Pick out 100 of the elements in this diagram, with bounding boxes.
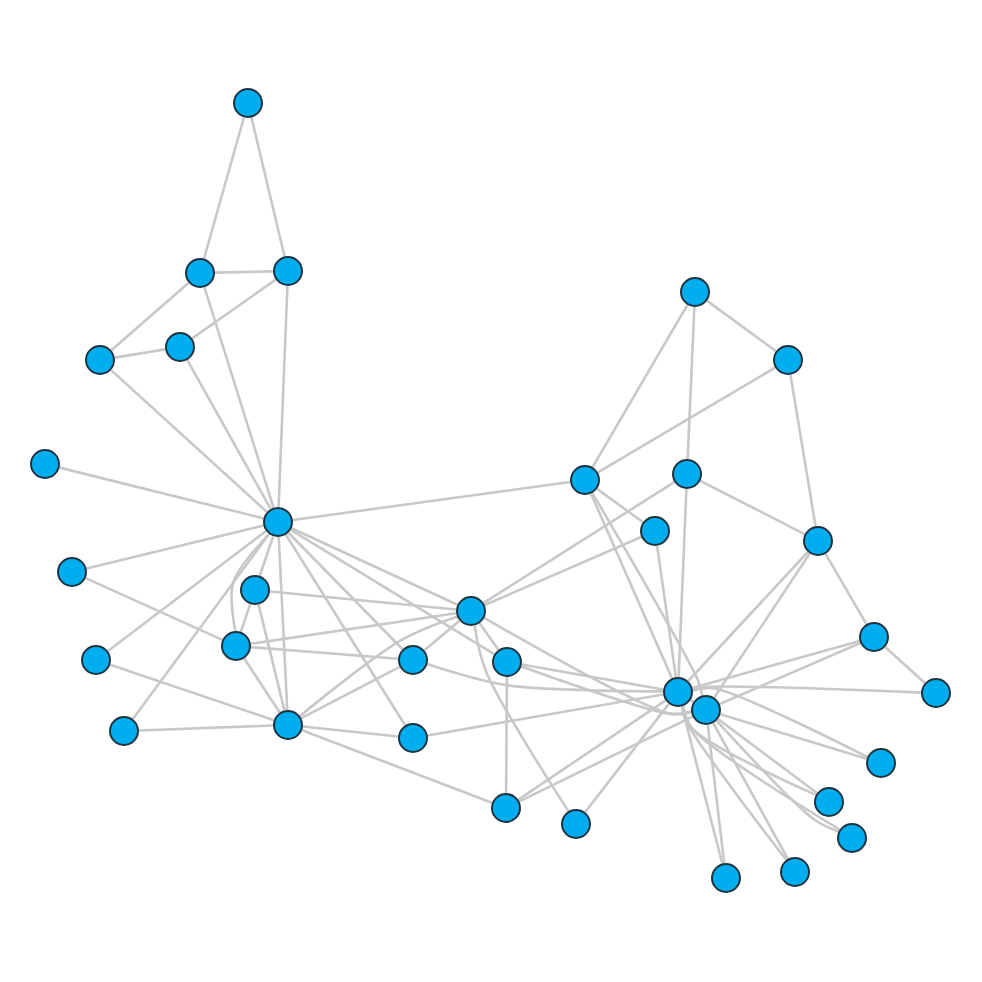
edge-line — [824, 553, 868, 625]
edge-line — [290, 528, 495, 656]
edge-line — [299, 615, 458, 717]
edge-line — [287, 531, 404, 651]
edge-line — [202, 117, 246, 259]
graph-node — [837, 823, 867, 853]
edge-line — [138, 724, 274, 732]
graph-node — [57, 557, 87, 587]
edge-line — [687, 551, 809, 682]
edge-line — [250, 117, 286, 257]
edge-line — [692, 685, 922, 694]
graph-node — [859, 622, 889, 652]
edge-line — [706, 299, 777, 353]
graph-node — [814, 787, 844, 817]
edge-line — [596, 487, 644, 524]
graph-node — [921, 678, 951, 708]
edge-line — [250, 611, 457, 646]
graph-node — [81, 645, 111, 675]
edge-line — [504, 677, 509, 793]
edge-line — [277, 536, 289, 711]
graph-node — [109, 716, 139, 746]
graph-node — [273, 710, 303, 740]
edge-line — [230, 533, 271, 632]
edge-line — [478, 622, 500, 651]
graph-node — [570, 465, 600, 495]
edge-line — [302, 725, 399, 738]
graph-node — [672, 459, 702, 489]
edge-line — [483, 616, 692, 716]
graph-node — [398, 723, 428, 753]
edge-line — [591, 304, 689, 468]
edge-line — [427, 662, 663, 693]
graph-node — [240, 575, 270, 605]
edge-line — [258, 535, 275, 577]
edge-line — [712, 722, 789, 860]
edge-line — [681, 705, 841, 831]
edge-line — [109, 663, 275, 722]
graph-node — [398, 645, 428, 675]
edge-line — [518, 715, 694, 803]
edge-line — [107, 530, 267, 652]
edge-line — [677, 488, 688, 678]
graph-node — [165, 332, 195, 362]
graph-node — [221, 631, 251, 661]
edge-line — [584, 703, 670, 813]
edge-line — [521, 663, 664, 691]
graph-node — [773, 345, 803, 375]
graph-node — [233, 88, 263, 118]
graph-node — [185, 258, 215, 288]
graph-node — [456, 596, 486, 626]
edge-line — [239, 603, 252, 633]
edge-line — [699, 479, 806, 536]
edge-line — [186, 359, 272, 510]
edge-line — [597, 366, 776, 474]
graph-node — [711, 863, 741, 893]
edge-line — [110, 281, 190, 352]
edge-line — [473, 625, 570, 812]
graph-node — [640, 516, 670, 546]
edge-line — [589, 493, 674, 679]
graph-node — [866, 748, 896, 778]
graph-node — [680, 277, 710, 307]
edge-line — [720, 713, 867, 760]
edge-line — [214, 270, 274, 274]
edge-line — [484, 535, 642, 607]
graph-node — [561, 809, 591, 839]
edge-line — [250, 645, 399, 661]
graph-node — [263, 507, 293, 537]
edge-line — [243, 657, 281, 714]
edge-line — [884, 646, 926, 684]
edge-line — [110, 369, 268, 513]
edge-line — [423, 619, 461, 652]
edge-line — [520, 665, 692, 716]
edge-line — [257, 604, 286, 711]
edge-line — [655, 545, 678, 678]
graph-node — [691, 695, 721, 725]
edge-line — [789, 374, 817, 527]
edge-line — [482, 480, 676, 605]
graph-node — [491, 793, 521, 823]
edge-line — [715, 719, 839, 833]
edge-line — [131, 533, 271, 720]
graph-node — [492, 647, 522, 677]
graph-node — [780, 857, 810, 887]
edge-line — [86, 524, 264, 570]
edge-line — [680, 706, 724, 864]
edge-line — [292, 480, 571, 522]
edge-line — [686, 306, 696, 460]
edge-line — [284, 534, 407, 726]
edge-line — [719, 641, 861, 706]
graph-node — [663, 677, 693, 707]
edge-line — [203, 286, 275, 509]
edge-line — [277, 285, 289, 508]
edge-line — [291, 527, 458, 606]
edge-line — [692, 639, 860, 690]
edge-line — [706, 724, 726, 864]
edge-line — [85, 577, 223, 641]
edge-line — [114, 348, 166, 359]
graph-node — [273, 256, 303, 286]
edge-line — [713, 552, 811, 699]
edge-line — [269, 590, 457, 611]
edge-line — [591, 492, 704, 696]
edge-line — [301, 729, 493, 804]
edge-line — [517, 699, 667, 801]
